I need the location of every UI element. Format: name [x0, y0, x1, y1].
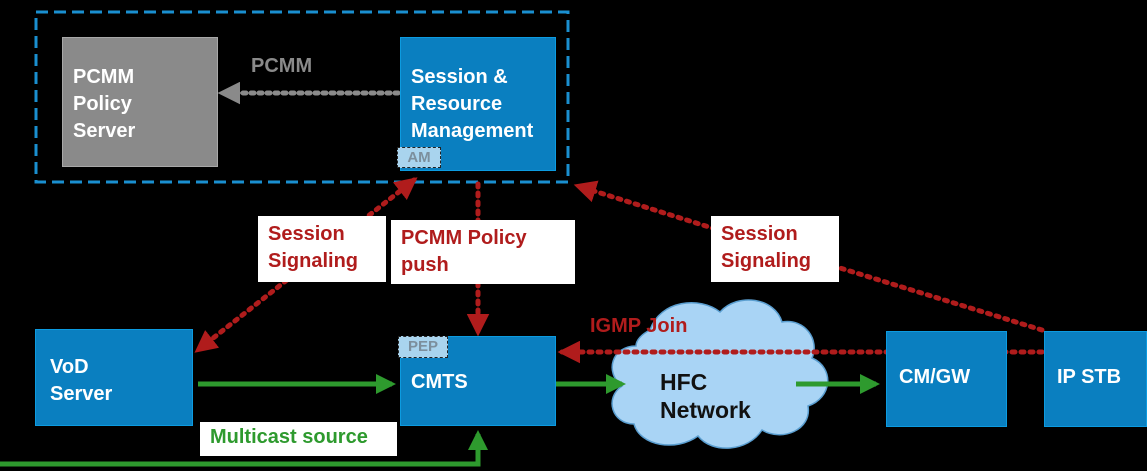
pcmm-policy-server-line-3: Server	[73, 120, 136, 142]
session-signaling-right-line-2: Signaling	[721, 250, 811, 272]
pcmm-policy-server-line-2: Policy	[73, 93, 132, 115]
multicast-source-label: Multicast source	[200, 422, 397, 456]
pcmm-label: PCMM	[251, 55, 313, 77]
srm-line-2: Resource	[411, 93, 503, 115]
pcmm-policy-server: PCMM Policy Server	[62, 37, 218, 167]
hfc-network-line-2: Network	[660, 397, 751, 423]
vod-server-line-1: VoD	[50, 356, 89, 378]
cmts-label: CMTS	[411, 371, 468, 393]
pcmm-policy-server-line-1: PCMM	[73, 66, 135, 88]
srm-line-1: Session &	[411, 66, 508, 88]
pcmm-policy-push-line-2: push	[401, 254, 449, 276]
vod-server-line-2: Server	[50, 383, 113, 405]
ip-stb-label: IP STB	[1057, 366, 1122, 388]
pep-tag: PEP	[398, 336, 448, 358]
am-tag: AM	[397, 147, 441, 168]
session-signaling-right-arrow	[573, 180, 1045, 333]
multicast-source-flow	[0, 430, 488, 467]
session-signaling-right-label: Session Signaling	[711, 216, 839, 282]
igmp-join-label: IGMP Join	[590, 315, 688, 337]
session-signaling-right-line-1: Session	[721, 223, 798, 245]
cm-gw-label: CM/GW	[899, 366, 971, 388]
pcmm-policy-push-label: PCMM Policy push	[391, 220, 575, 284]
session-signaling-left-label: Session Signaling	[258, 216, 386, 282]
cm-gw: CM/GW	[886, 331, 1007, 427]
session-signaling-left-line-1: Session	[268, 223, 345, 245]
vod-server: VoD Server	[35, 329, 193, 426]
hfc-network-label: HFC Network	[660, 368, 751, 424]
hfc-network-line-1: HFC	[660, 369, 708, 395]
srm-line-3: Management	[411, 120, 534, 142]
session-signaling-left-line-2: Signaling	[268, 250, 358, 272]
ip-stb: IP STB	[1044, 331, 1147, 427]
pcmm-policy-push-line-1: PCMM Policy	[401, 227, 527, 249]
management-group-border	[34, 10, 570, 184]
